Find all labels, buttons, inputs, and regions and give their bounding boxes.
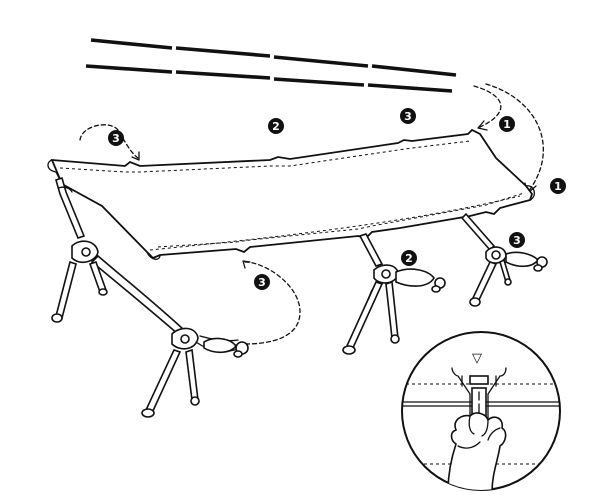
- support-poles: [85, 38, 457, 93]
- callout-badge-circle: [268, 118, 284, 134]
- callout-badge-top-right-arrow: 1: [499, 116, 515, 132]
- middle-leg-assembly: [342, 233, 446, 355]
- support-pole-upper: [90, 38, 457, 77]
- callout-badge-circle: [108, 130, 124, 146]
- callout-badge-label: 1: [554, 180, 562, 193]
- inset-marker-triangle: ▽: [472, 351, 482, 366]
- insertion-arrow-3-bottom: [242, 260, 301, 345]
- callout-badge-left-slot: 3: [108, 130, 124, 146]
- callout-badge-circle: [254, 274, 270, 290]
- callout-badge-label: 3: [404, 110, 412, 123]
- callout-badge-label: 3: [513, 234, 521, 247]
- right-leg-assembly: [460, 212, 548, 307]
- callout-badge-label: 2: [405, 252, 413, 265]
- callout-badge-top-right-slot: 3: [400, 108, 416, 124]
- callout-badge-right-leg: 3: [509, 232, 525, 248]
- callout-badge-label: 1: [503, 118, 511, 131]
- cot-fabric: [47, 128, 536, 260]
- callout-badge-top-middle: 2: [268, 118, 284, 134]
- left-leg-assembly: [51, 176, 249, 418]
- callout-badges: 1 1 2 3 3 3 2 3: [108, 108, 566, 290]
- support-pole-lower: [85, 64, 453, 93]
- callout-badge-label: 3: [112, 132, 120, 145]
- inset-detail: ▽: [401, 331, 561, 491]
- callout-badge-circle: [401, 250, 417, 266]
- callout-badge-circle: [509, 232, 525, 248]
- insertion-arrow-1-top: [473, 85, 502, 131]
- insertion-arrow-3-left: [79, 124, 140, 161]
- callout-badge-circle: [400, 108, 416, 124]
- callout-badge-circle: [550, 178, 566, 194]
- callout-badge-label: 3: [258, 276, 266, 289]
- callout-badge-right-arrow: 1: [550, 178, 566, 194]
- callout-badge-bottom-slot: 3: [254, 274, 270, 290]
- callout-badge-middle-leg: 2: [401, 250, 417, 266]
- callout-badge-circle: [499, 116, 515, 132]
- callout-badge-label: 2: [272, 120, 280, 133]
